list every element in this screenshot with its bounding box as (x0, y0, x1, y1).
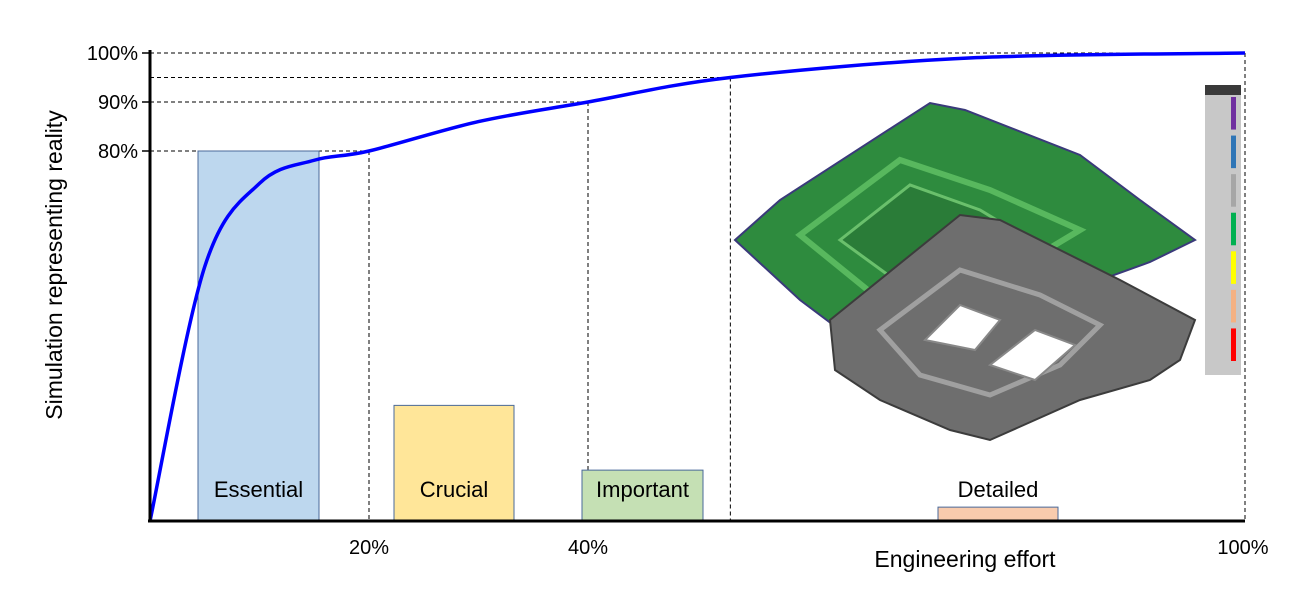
legend-swatch-0 (1231, 97, 1236, 130)
tick-labels: 80% 90% 100% 20% 40% 100% (87, 43, 1269, 559)
legend-swatch-6 (1231, 328, 1236, 361)
effort-reality-curve (148, 51, 1246, 522)
category-bars (197, 150, 1059, 522)
legend-swatch-1 (1231, 135, 1236, 169)
hood-outer-panel (828, 213, 1197, 442)
guide-lines (150, 52, 1246, 521)
category-label-crucial: Crucial (420, 477, 488, 502)
x-tick-label-0: 20% (349, 537, 389, 559)
bar-crucial (393, 404, 515, 522)
y-tick-label-2: 100% (87, 43, 138, 65)
legend-swatch-5 (1231, 289, 1236, 323)
category-label-important: Important (596, 477, 689, 502)
bar-detailed (937, 506, 1059, 522)
x-tick-label-1: 40% (568, 537, 608, 559)
hood-outer-frame (876, 267, 1105, 398)
car-hood-panel-image (733, 85, 1241, 442)
legend-swatches (1231, 97, 1236, 361)
legend-swatch-3 (1231, 212, 1236, 246)
category-labels: Essential Crucial Important Detailed (214, 477, 1039, 502)
bar-essential (197, 150, 320, 522)
x-axis-label: Engineering effort (874, 546, 1056, 572)
hood-outer-window-1 (922, 303, 1002, 352)
bar-important (581, 469, 704, 522)
y-tick-label-0: 80% (98, 141, 138, 163)
legend-swatch-2 (1231, 174, 1236, 207)
y-tick-label-1: 90% (98, 92, 138, 114)
y-axis-label: Simulation representing reality (41, 110, 67, 420)
legend-swatch-4 (1231, 251, 1236, 284)
legend-header (1205, 85, 1241, 95)
x-tick-label-2: 100% (1217, 537, 1268, 559)
category-label-detailed: Detailed (958, 477, 1039, 502)
curve-layer (148, 51, 1246, 522)
category-label-essential: Essential (214, 477, 303, 502)
hood-outer-window-2 (987, 328, 1077, 382)
